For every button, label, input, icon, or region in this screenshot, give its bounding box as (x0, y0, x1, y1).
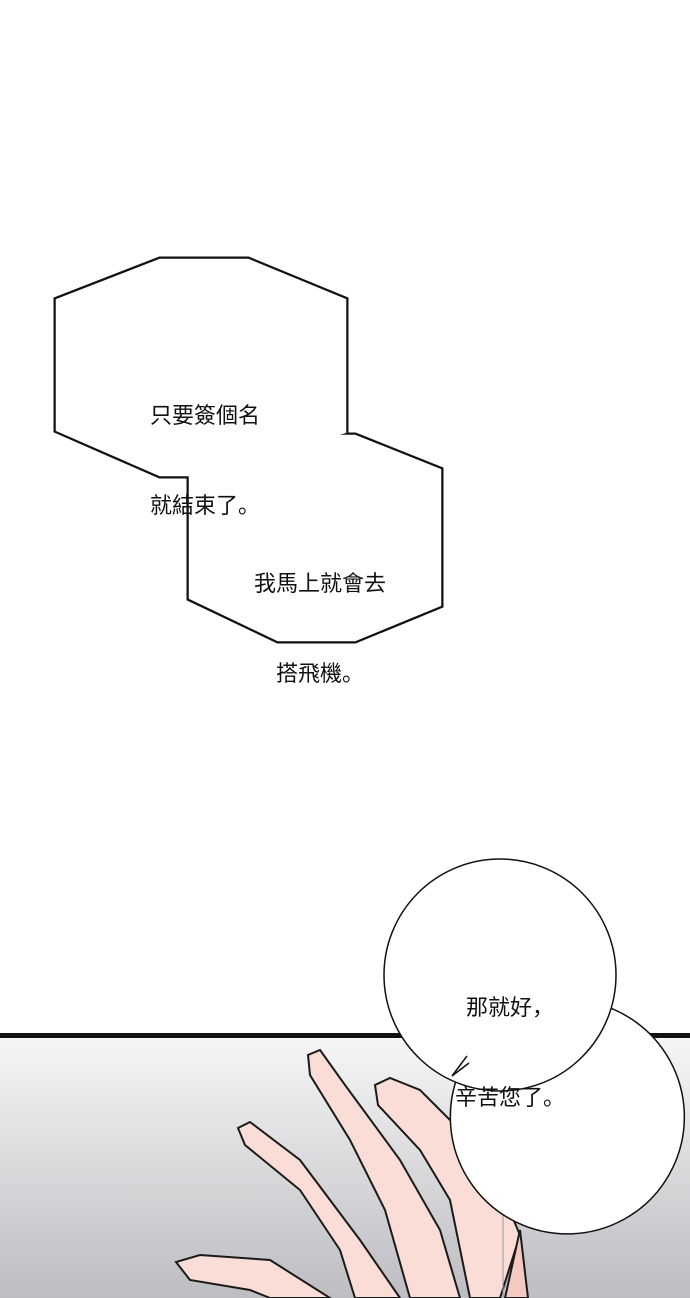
round-speech-bubble (383, 858, 686, 1235)
speech-bubble-1-text: 只要簽個名 就結束了。 (115, 342, 295, 552)
bubble-3-line-1: 那就好， (465, 996, 554, 1021)
bubble-2-line-2: 搭飛機。 (275, 662, 364, 687)
bubble-1-line-2: 就結束了。 (149, 494, 260, 519)
bubble-3-line-2: 辛苦您了。 (454, 1086, 565, 1111)
bubble-1-line-1: 只要簽個名 (149, 404, 260, 429)
speech-bubble-2-text: 我馬上就會去 搭飛機。 (215, 510, 425, 720)
hand-illustration (174, 1048, 530, 1298)
speech-bubble-3-text: 那就好， 辛苦您了。 (430, 934, 590, 1144)
bubble-2-line-1: 我馬上就會去 (253, 572, 386, 597)
panel-border (0, 1033, 690, 1038)
double-outline-bubbles (53, 256, 444, 644)
